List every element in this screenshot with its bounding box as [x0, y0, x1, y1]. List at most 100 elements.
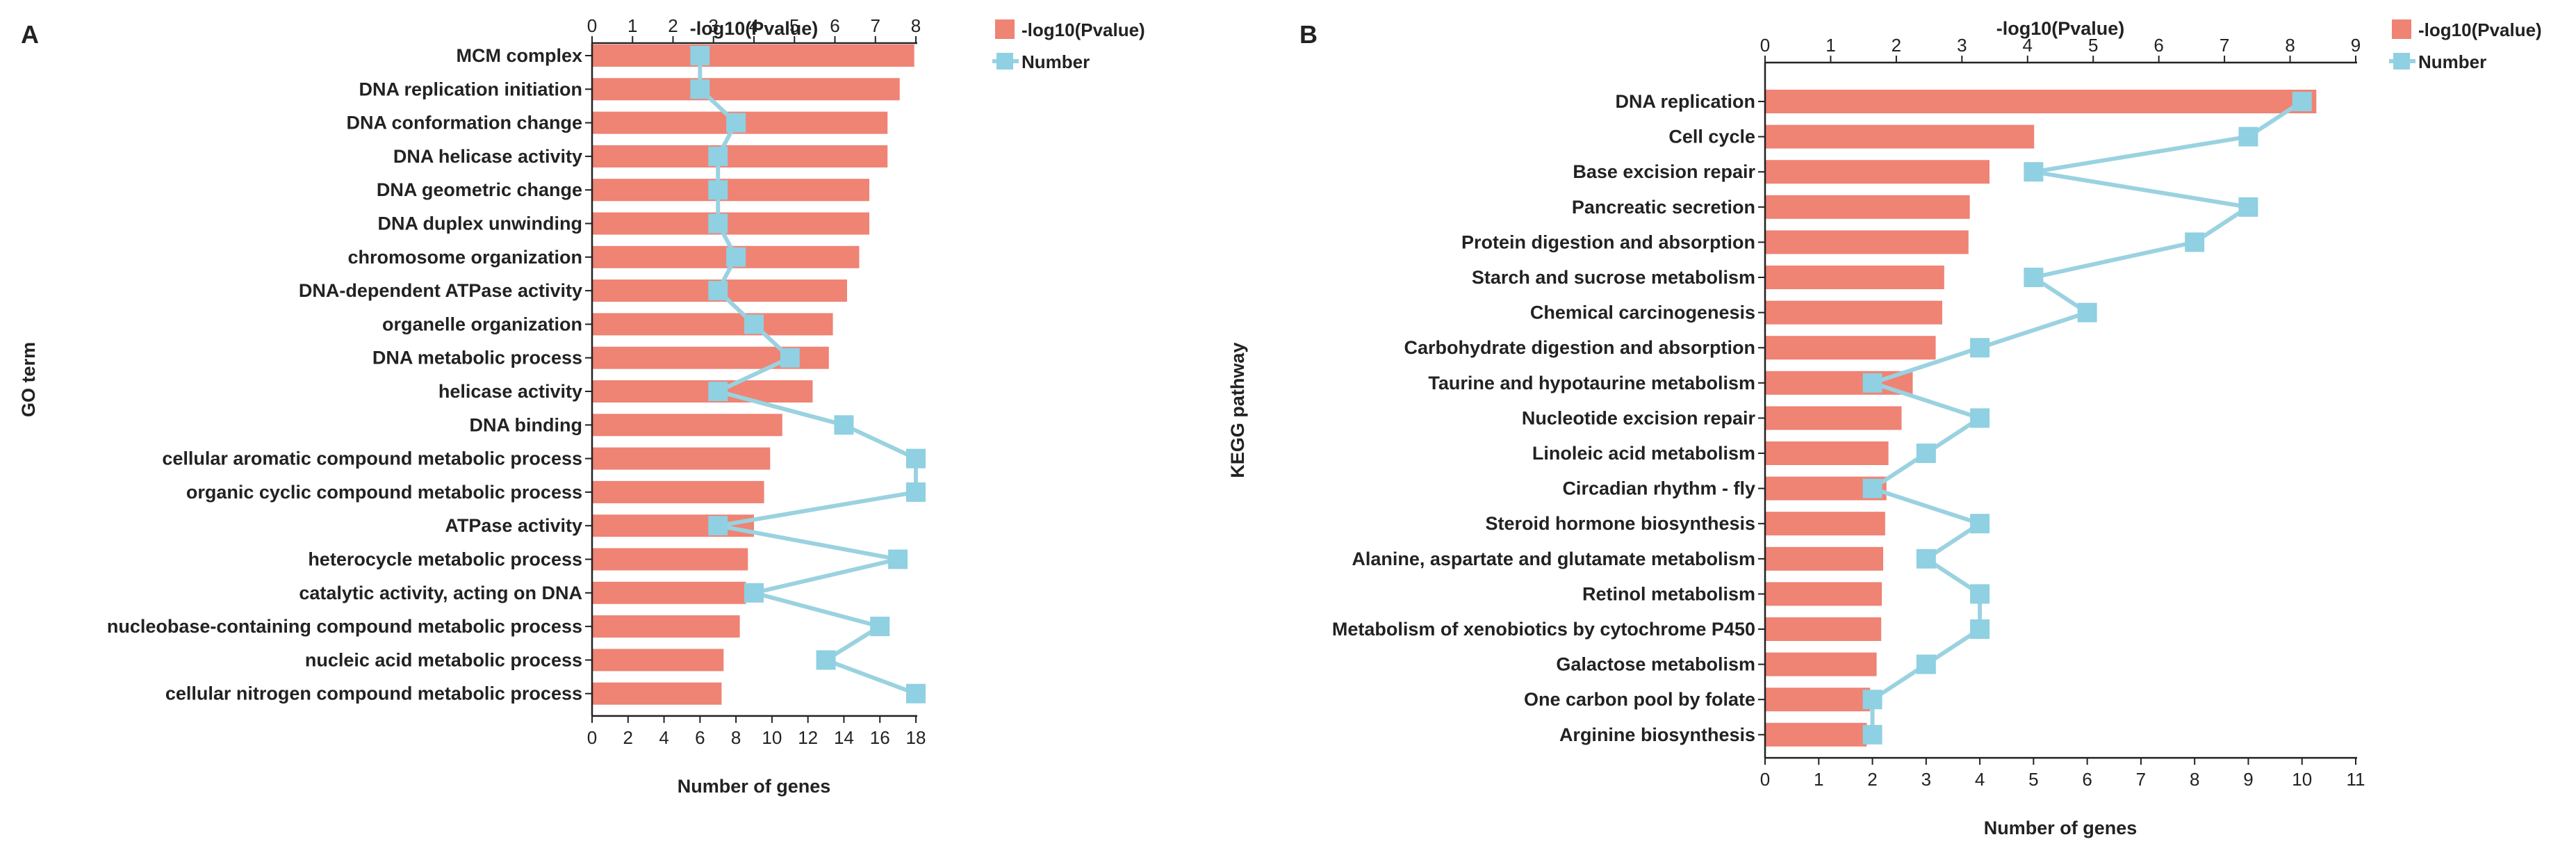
- bottom-tick-label-11: 11: [2347, 769, 2365, 790]
- bottom-tick-label-9: 9: [2243, 769, 2253, 790]
- panel-label: A: [21, 20, 39, 49]
- category-label-18: One carbon pool by folate: [1524, 689, 1755, 710]
- bar-9: [1765, 371, 1913, 395]
- legend-label-number: Number: [2418, 51, 2486, 72]
- number-marker-15: [1970, 584, 1990, 604]
- number-marker-9: [1862, 373, 1882, 393]
- bottom-tick-label-18: 18: [906, 727, 926, 748]
- bar-4: [592, 145, 888, 168]
- top-axis-title: -log10(Pvalue): [690, 18, 819, 39]
- category-label-5: Protein digestion and absorption: [1461, 231, 1755, 252]
- bottom-tick-label-3: 3: [1921, 769, 1931, 790]
- bottom-tick-label-0: 0: [587, 727, 597, 748]
- number-marker-4: [2238, 197, 2258, 217]
- panel-label: B: [1299, 20, 1318, 49]
- bar-13: [1765, 512, 1885, 536]
- category-label-10: DNA metabolic process: [372, 348, 582, 368]
- number-marker-1: [690, 46, 710, 65]
- number-marker-14: [906, 482, 926, 502]
- bar-1: [592, 44, 914, 67]
- legend-swatch-number: [2393, 53, 2410, 70]
- bottom-tick-label-2: 2: [1867, 769, 1877, 790]
- bottom-tick-label-10: 10: [2292, 769, 2312, 790]
- category-label-3: DNA conformation change: [346, 113, 582, 133]
- bar-1: [1765, 90, 2317, 113]
- top-tick-label-2: 2: [1892, 35, 1901, 56]
- category-label-14: organic cyclic compound metabolic proces…: [186, 482, 582, 503]
- category-label-15: Retinol metabolism: [1582, 583, 1755, 604]
- y-axis-title: KEGG pathway: [1227, 343, 1248, 478]
- legend-label-pvalue: -log10(Pvalue): [1022, 19, 1145, 40]
- top-tick-label-3: 3: [1957, 35, 1967, 56]
- bar-5: [1765, 230, 1969, 254]
- category-label-15: ATPase activity: [445, 515, 582, 536]
- number-marker-8: [1970, 338, 1990, 358]
- category-label-3: Base excision repair: [1573, 161, 1755, 182]
- top-tick-label-8: 8: [2285, 35, 2295, 56]
- category-label-19: Arginine biosynthesis: [1559, 724, 1755, 745]
- number-marker-6: [2024, 268, 2044, 287]
- legend-swatch-pvalue: [2392, 19, 2411, 39]
- number-marker-15: [708, 516, 728, 536]
- category-label-10: Nucleotide excision repair: [1522, 407, 1756, 428]
- category-label-6: DNA duplex unwinding: [378, 213, 582, 234]
- number-marker-5: [708, 180, 728, 200]
- bar-18: [1765, 688, 1871, 712]
- number-marker-11: [1916, 444, 1936, 463]
- category-label-18: nucleobase-containing compound metabolic…: [107, 616, 582, 637]
- bar-17: [1765, 652, 1877, 676]
- category-label-7: chromosome organization: [347, 247, 582, 268]
- number-marker-16: [888, 549, 908, 569]
- number-marker-5: [2185, 232, 2205, 252]
- category-label-9: Taurine and hypotaurine metabolism: [1428, 373, 1755, 393]
- top-tick-label-0: 0: [587, 15, 597, 36]
- top-tick-label-5: 5: [2088, 35, 2098, 56]
- bar-7: [592, 245, 860, 268]
- bar-19: [1765, 722, 1867, 747]
- category-label-13: cellular aromatic compound metabolic pro…: [162, 448, 582, 469]
- legend-swatch-pvalue: [995, 19, 1015, 39]
- category-label-17: catalytic activity, acting on DNA: [299, 583, 582, 603]
- category-label-4: Pancreatic secretion: [1572, 197, 1755, 218]
- top-tick-label-5: 5: [789, 15, 799, 36]
- legend-label-number: Number: [1022, 51, 1090, 72]
- category-label-19: nucleic acid metabolic process: [305, 649, 582, 670]
- top-tick-label-7: 7: [871, 15, 880, 36]
- category-label-16: heterocycle metabolic process: [308, 549, 582, 570]
- bottom-tick-label-4: 4: [1975, 769, 1985, 790]
- number-marker-7: [726, 247, 746, 267]
- number-marker-10: [1970, 408, 1990, 428]
- bar-12: [592, 414, 782, 437]
- number-marker-8: [708, 281, 728, 301]
- number-marker-3: [2024, 162, 2044, 182]
- bar-8: [1765, 336, 1936, 360]
- bar-19: [592, 649, 724, 672]
- top-tick-label-0: 0: [1760, 35, 1770, 56]
- number-marker-13: [906, 448, 926, 469]
- category-label-17: Galactose metabolism: [1556, 654, 1755, 675]
- number-marker-12: [1862, 478, 1882, 498]
- bar-6: [1765, 266, 1944, 289]
- category-label-1: DNA replication: [1615, 91, 1755, 112]
- bar-5: [592, 179, 870, 202]
- bottom-axis-title: Number of genes: [678, 776, 831, 797]
- category-label-13: Steroid hormone biosynthesis: [1485, 513, 1755, 534]
- number-marker-20: [906, 683, 926, 704]
- bar-4: [1765, 195, 1970, 219]
- bar-11: [1765, 441, 1889, 465]
- bar-18: [592, 615, 740, 638]
- bar-11: [592, 380, 813, 403]
- bar-9: [592, 313, 833, 336]
- bar-6: [592, 212, 870, 235]
- category-label-12: DNA binding: [470, 414, 582, 435]
- top-axis-title: -log10(Pvalue): [1996, 18, 2125, 39]
- number-marker-9: [744, 314, 764, 334]
- legend-label-pvalue: -log10(Pvalue): [2418, 19, 2542, 40]
- number-marker-19: [1862, 724, 1882, 745]
- bottom-axis-title: Number of genes: [1984, 818, 2138, 838]
- number-marker-19: [816, 650, 836, 670]
- number-marker-18: [1862, 690, 1882, 710]
